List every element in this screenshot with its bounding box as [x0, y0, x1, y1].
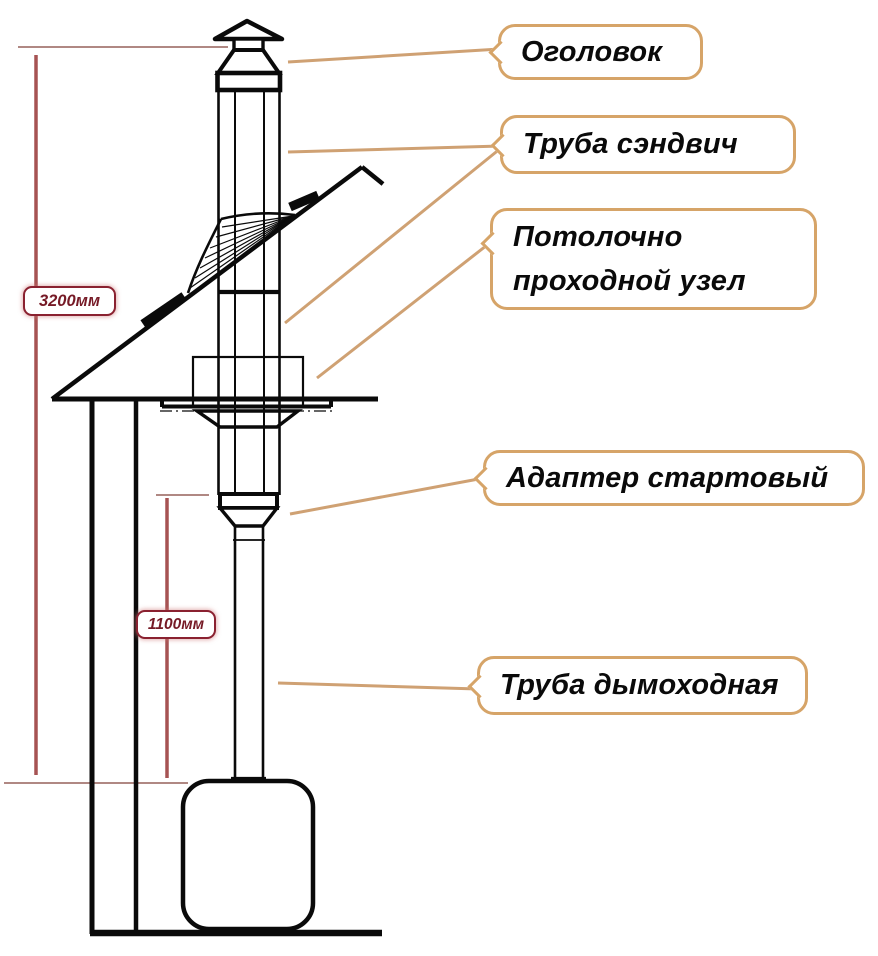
callout-chimney-pipe: Труба дымоходная	[467, 656, 808, 715]
callout-starter-adapter-label: Адаптер стартовый	[506, 461, 829, 494]
ceiling-pass-through-drawing	[52, 355, 378, 429]
callout-sandwich-pipe-label: Труба сэндвич	[523, 128, 738, 160]
callout-cap: Оголовок	[488, 24, 703, 80]
callout-ceiling-pass-through: Потолочно проходной узел	[480, 208, 817, 310]
callout-sandwich-pipe: Труба сэндвич	[490, 115, 796, 174]
callout-ceiling-line2: проходной узел	[513, 265, 746, 297]
dimension-1100-label: 1100мм	[147, 615, 205, 633]
dimension-lines	[4, 46, 228, 784]
single-wall-pipe-drawing	[231, 526, 266, 782]
callout-starter-adapter: Адаптер стартовый	[473, 450, 865, 506]
callout-ceiling-line1: Потолочно	[513, 220, 683, 253]
roof-drawing	[50, 165, 385, 401]
roof-flashing-drawing	[186, 212, 296, 294]
dimension-badge-1100: 1100мм	[136, 610, 216, 639]
starter-adapter-drawing	[216, 492, 281, 528]
sandwich-pipe-drawing	[217, 90, 281, 495]
stove-drawing	[180, 778, 316, 932]
callout-chimney-pipe-label: Труба дымоходная	[500, 669, 779, 701]
wall-drawing	[89, 401, 139, 934]
rain-cap-drawing	[212, 18, 285, 93]
callout-cap-label: Оголовок	[521, 35, 663, 68]
dimension-badge-3200: 3200мм	[23, 286, 116, 316]
leader-lines	[277, 47, 502, 691]
dimension-3200-label: 3200мм	[38, 291, 101, 310]
